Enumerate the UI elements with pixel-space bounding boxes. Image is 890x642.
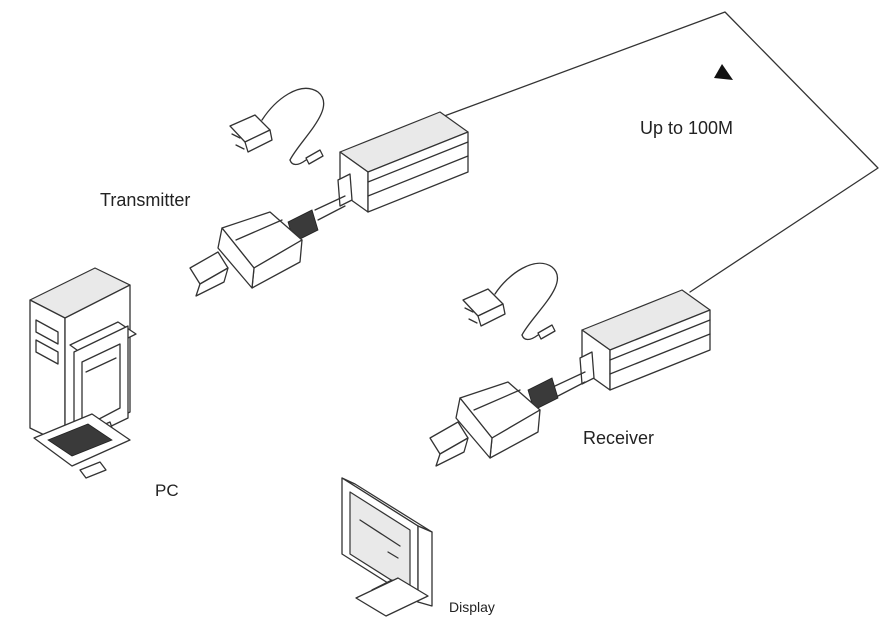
- transmitter-box: [337, 111, 469, 213]
- receiver-box: [579, 289, 711, 391]
- pc-computer: [29, 267, 137, 479]
- pc-label: PC: [155, 481, 179, 500]
- display-label: Display: [449, 599, 495, 615]
- distance-label: Up to 100M: [640, 118, 733, 138]
- receiver-power-adapter: [462, 262, 559, 341]
- receiver-label: Receiver: [583, 428, 654, 448]
- transmitter-label: Transmitter: [100, 190, 190, 210]
- transmitter-hdmi-plug: [189, 195, 346, 297]
- direction-arrow-icon: [714, 64, 733, 80]
- receiver-hdmi-plug: [429, 371, 586, 467]
- display-monitor: [341, 477, 433, 617]
- cable-run: [419, 11, 879, 293]
- transmitter-power-adapter: [229, 87, 325, 166]
